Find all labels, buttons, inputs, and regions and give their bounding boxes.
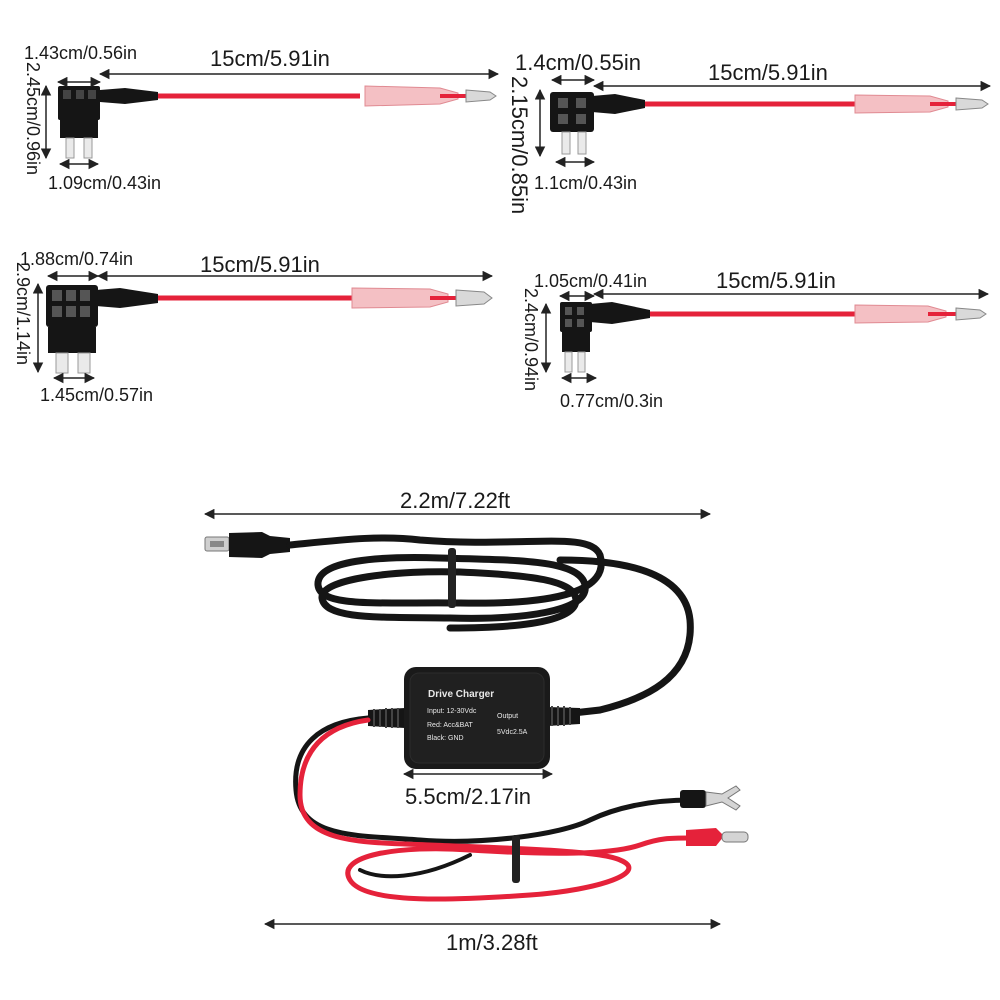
ring-terminal bbox=[465, 89, 497, 103]
fuse-body bbox=[550, 92, 594, 132]
fuse-tap-mini bbox=[40, 68, 500, 170]
strain-relief-left bbox=[368, 708, 405, 728]
box-title: Drive Charger bbox=[428, 689, 495, 700]
box-red: Red: Acc&BAT bbox=[427, 722, 473, 729]
cable-tie bbox=[512, 835, 520, 883]
label-box-width: 5.5cm/2.17in bbox=[405, 784, 531, 809]
fuse-tap-micro bbox=[540, 288, 990, 384]
fuse-blade bbox=[564, 351, 573, 373]
red-black-leads bbox=[293, 715, 693, 902]
label-lead-length: 1m/3.28ft bbox=[446, 930, 538, 955]
ring-terminal bbox=[455, 289, 493, 307]
bullet-terminal bbox=[686, 828, 749, 846]
label-blade-width: 1.09cm/0.43in bbox=[48, 173, 162, 193]
strain-relief-right bbox=[547, 706, 580, 726]
label-length: 15cm/5.91in bbox=[200, 252, 320, 277]
label-top-width: 1.43cm/0.56in bbox=[24, 43, 138, 63]
black-coiled-cable bbox=[286, 534, 694, 719]
spade-terminal bbox=[680, 785, 741, 811]
label-top-width: 1.88cm/0.74in bbox=[20, 249, 134, 269]
label-height: 2.4cm/0.94in bbox=[521, 288, 541, 392]
label-height: 2.9cm/1.14in bbox=[13, 262, 33, 366]
fuse-tap-low-profile bbox=[534, 74, 992, 168]
box-input: Input: 12-30Vdc bbox=[427, 708, 477, 715]
fuse-tap-standard bbox=[32, 270, 494, 384]
hardwire-kit bbox=[203, 508, 749, 930]
wire-sleeve bbox=[364, 85, 459, 107]
fuse-body bbox=[560, 302, 592, 332]
box-black: Black: GND bbox=[427, 735, 464, 742]
wire-sleeve bbox=[854, 304, 947, 324]
converter-box bbox=[404, 667, 550, 769]
label-height: 2.45cm/0.96in bbox=[23, 62, 43, 176]
label-top-width: 1.05cm/0.41in bbox=[534, 271, 648, 291]
fuse-blade bbox=[65, 137, 75, 159]
label-length: 15cm/5.91in bbox=[210, 46, 330, 71]
wire-sleeve bbox=[854, 94, 949, 114]
label-length: 15cm/5.91in bbox=[716, 268, 836, 293]
label-top-width: 1.4cm/0.55in bbox=[515, 50, 641, 75]
box-output-value: 5Vdc2.5A bbox=[497, 729, 528, 736]
label-blade-width: 1.1cm/0.43in bbox=[534, 173, 638, 193]
ring-terminal bbox=[955, 97, 989, 111]
fuse-blade bbox=[55, 352, 69, 374]
fuse-blade bbox=[561, 131, 571, 155]
mini-usb-plug bbox=[204, 532, 290, 558]
box-output-label: Output bbox=[497, 713, 519, 720]
cable-tie bbox=[448, 548, 456, 608]
label-cable-length: 2.2m/7.22ft bbox=[400, 488, 511, 513]
ring-terminal bbox=[955, 307, 987, 321]
label-length: 15cm/5.91in bbox=[708, 60, 828, 85]
wire-sleeve bbox=[351, 287, 449, 309]
label-height: 2.15cm/0.85in bbox=[507, 76, 532, 215]
label-blade-width: 1.45cm/0.57in bbox=[40, 385, 154, 405]
label-blade-width: 0.77cm/0.3in bbox=[560, 391, 664, 411]
